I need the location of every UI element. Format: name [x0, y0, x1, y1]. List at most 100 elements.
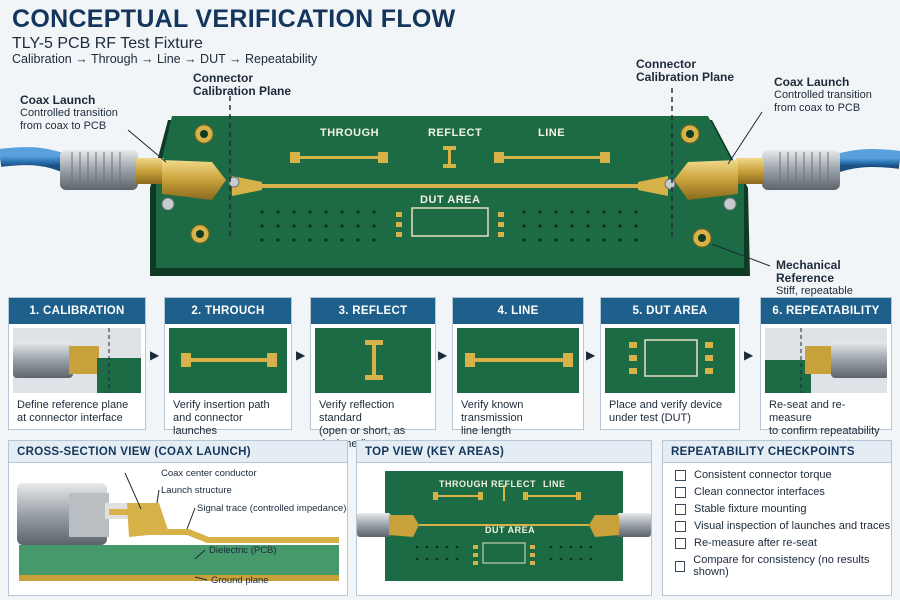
flow-summary: Calibration → Through → Line → DUT → Rep… [12, 52, 318, 66]
page-title: CONCEPTUAL VERIFICATION FLOW [12, 5, 456, 33]
step-description: Verify insertion path and connector laun… [165, 393, 291, 438]
left-plane-line-2: Calibration Plane [193, 84, 292, 98]
left-coax-launch-desc-2: from coax to PCB [20, 120, 107, 132]
checkpoint-label: Visual inspection of launches and traces [694, 520, 891, 532]
line-thumbnail [457, 328, 579, 393]
checkpoint-item[interactable]: Clean connector interfaces [675, 486, 825, 498]
xs-label-ground-plane: Ground plane [211, 575, 269, 586]
fixture-illustration: Coax Launch Controlled transition from c… [0, 58, 900, 310]
right-calibration-plane-callout: Connector Calibration Plane [636, 58, 734, 84]
board-label-reflect: REFLECT [428, 127, 483, 139]
right-coax-launch-desc-2: from coax to PCB [774, 102, 861, 114]
step-desc-line-1: Re-seat and re-measure [769, 399, 846, 424]
step-card-through: 2. THROUCH Verify insertion path and con… [164, 297, 292, 437]
reflect-thumbnail [315, 328, 431, 393]
left-coax-launch-desc-1: Controlled transition [20, 107, 118, 119]
checkpoint-item[interactable]: Re-measure after re-seat [675, 537, 817, 549]
flow-arrow-icon: ▶ [586, 348, 596, 362]
checkbox[interactable] [675, 520, 686, 532]
step-card-calibration-plane: 1. CALIBRATION PLANE Define reference pl… [8, 297, 146, 430]
right-coax-launch-callout: Coax Launch Controlled transition from c… [774, 76, 872, 115]
checkpoint-item[interactable]: Stable fixture mounting [675, 503, 807, 515]
step-desc-line-2: and connector launches [173, 412, 243, 437]
step-title: 5. DUT AREA [601, 298, 739, 324]
step-title: 4. LINE [453, 298, 583, 324]
top-view-label-reflect: REFLECT [491, 479, 536, 489]
top-view-panel: TOP VIEW (KEY AREAS) THROUGH REFLECT LIN… [356, 440, 652, 596]
through-thumbnail [169, 328, 287, 393]
flow-arrow-icon: ▶ [150, 348, 160, 362]
flow-arrow-icon: ▶ [438, 348, 448, 362]
xs-label-dielectric: Dielectric (PCB) [209, 545, 277, 556]
flow-arrow-icon: ▶ [296, 348, 306, 362]
step-desc-line-2: to confirm repeatability [769, 425, 880, 437]
checkpoint-label: Clean connector interfaces [694, 486, 825, 498]
dut-area-icon [629, 339, 713, 377]
cross-section-diagram [17, 472, 339, 581]
checkbox[interactable] [675, 469, 686, 481]
page-subtitle: TLY-5 PCB RF Test Fixture [12, 35, 203, 52]
right-plane-line-1: Connector [636, 57, 696, 71]
repeatability-thumbnail [765, 328, 887, 393]
cross-section-panel: CROSS-SECTION VIEW (COAX LAUNCH) Coax ce… [8, 440, 348, 596]
xs-label-launch-structure: Launch structure [161, 485, 232, 496]
board-label-line: LINE [538, 127, 566, 139]
calibration-plane-thumbnail [13, 328, 141, 393]
top-view-diagram [357, 471, 651, 581]
checkpoints-title: REPEATABILITY CHECKPOINTS [663, 441, 891, 463]
xs-label-center-conductor: Coax center conductor [161, 468, 257, 479]
checkbox[interactable] [675, 503, 686, 515]
left-coax-launch-title: Coax Launch [20, 93, 96, 107]
step-desc-line-1: Verify known transmission [461, 399, 524, 424]
fixture-board-graphic [0, 88, 900, 276]
top-view-label-line: LINE [543, 479, 566, 489]
checkpoint-label: Re-measure after re-seat [694, 537, 817, 549]
step-desc-line-1: Define reference plane [17, 399, 129, 411]
checkpoint-item[interactable]: Consistent connector torque [675, 469, 832, 481]
line-standard-icon [465, 353, 573, 367]
step-desc-line-1: Verify insertion path [173, 399, 270, 411]
calibration-plane-icon [13, 328, 141, 393]
checkpoint-label: Stable fixture mounting [694, 503, 807, 515]
cross-section-title: CROSS-SECTION VIEW (COAX LAUNCH) [9, 441, 347, 463]
left-coax-launch-callout: Coax Launch Controlled transition from c… [20, 94, 118, 133]
step-description: Verify reflection standard (open or shor… [311, 393, 435, 451]
xs-label-signal-trace: Signal trace (controlled impedance) [197, 503, 347, 514]
checkpoint-label: Compare for consistency (no results show… [693, 554, 870, 578]
step-card-reflect: 3. REFLECT Verify reflection standard (o… [310, 297, 436, 450]
step-desc-line-2: under test (DUT) [609, 412, 691, 424]
top-view-label-through: THROUGH [439, 479, 488, 489]
right-coax-launch-desc-1: Controlled transition [774, 89, 872, 101]
mechanical-reference-title: Mechanical Reference [776, 258, 841, 285]
step-title: 2. THROUCH [165, 298, 291, 324]
step-card-line: 4. LINE Verify known transmission line l… [452, 297, 584, 437]
step-title: 3. REFLECT [311, 298, 435, 324]
step-desc-line-1: Verify reflection standard [319, 399, 395, 424]
step-desc-line-2: at connector interface [17, 412, 123, 424]
right-coax-launch-title: Coax Launch [774, 75, 850, 89]
checkbox[interactable] [675, 560, 686, 572]
checkbox[interactable] [675, 537, 686, 549]
checkpoint-item[interactable]: Compare for consistency (no results show… [675, 554, 891, 578]
dut-area-thumbnail [605, 328, 735, 393]
step-description: Define reference plane at connector inte… [9, 393, 145, 425]
repeatability-checkpoints-panel: REPEATABILITY CHECKPOINTS Consistent con… [662, 440, 892, 596]
checkpoint-label: Consistent connector torque [694, 469, 832, 481]
through-standard-icon [181, 353, 277, 367]
step-card-repeatability: 6. REPEATABILITY Re-seat and re-measure … [760, 297, 892, 437]
step-card-dut-area: 5. DUT AREA Place and verify device unde… [600, 297, 740, 430]
step-description: Verify known transmission line length [453, 393, 583, 438]
left-calibration-plane-callout: Connector Calibration Plane [193, 72, 291, 98]
top-view-label-dut-area: DUT AREA [485, 525, 536, 535]
right-plane-line-2: Calibration Plane [636, 70, 735, 84]
step-desc-line-2: line length [461, 425, 512, 437]
board-label-dut-area: DUT AREA [420, 194, 481, 206]
repeatability-icon [765, 328, 887, 393]
checkpoint-item[interactable]: Visual inspection of launches and traces [675, 520, 890, 532]
step-title: 6. REPEATABILITY [761, 298, 891, 324]
step-description: Place and verify device under test (DUT) [601, 393, 739, 425]
step-description: Re-seat and re-measure to confirm repeat… [761, 393, 891, 438]
top-view-title: TOP VIEW (KEY AREAS) [357, 441, 651, 463]
checkbox[interactable] [675, 486, 686, 498]
step-title: 1. CALIBRATION PLANE [9, 298, 145, 343]
